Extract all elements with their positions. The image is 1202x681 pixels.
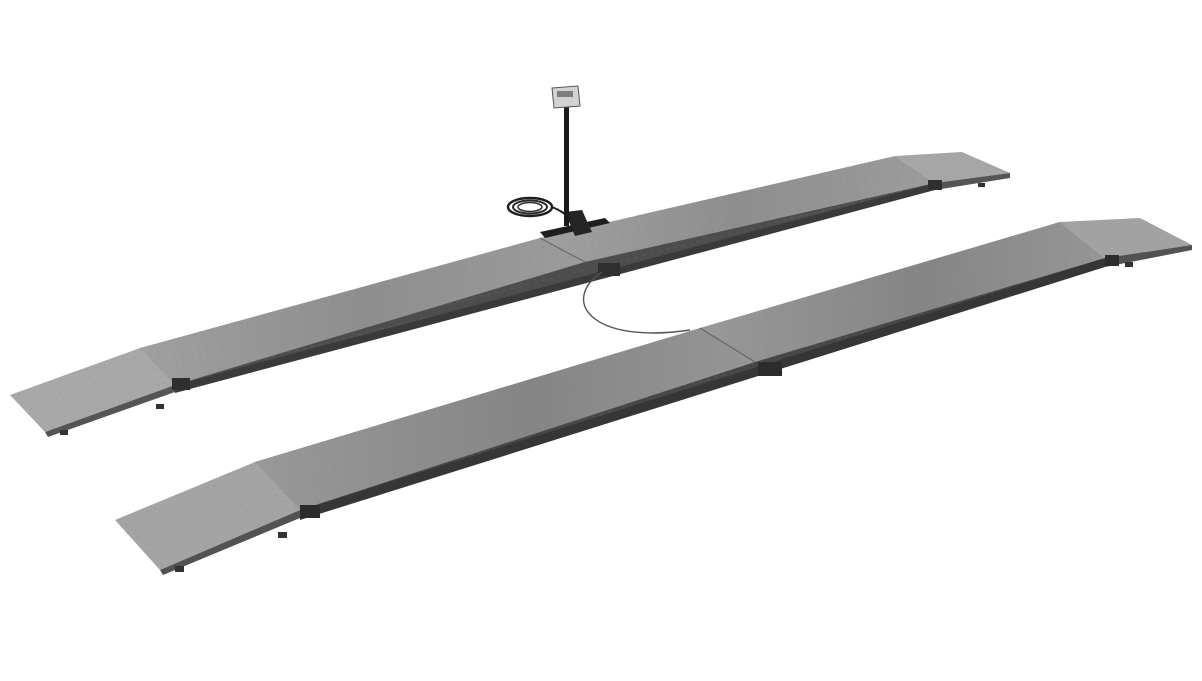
- indicator-stand: [540, 85, 610, 238]
- front-load-cell-left: [300, 505, 320, 518]
- indicator-display: [557, 91, 573, 97]
- rear-platform-front-edge: [175, 183, 935, 393]
- rear-platform: [10, 152, 1010, 437]
- rear-load-cell-mid: [598, 263, 620, 276]
- front-platform-ramp-right: [1060, 218, 1192, 258]
- front-load-cell-mid: [758, 362, 782, 376]
- platform-link-cable: [583, 271, 691, 334]
- front-load-cell-right: [1105, 255, 1119, 266]
- rear-platform-ramp-right: [895, 152, 1010, 183]
- front-platform: [115, 218, 1192, 575]
- rear-load-cell-left: [172, 378, 190, 390]
- stand-pole: [564, 106, 569, 226]
- cable-coil: [506, 196, 571, 219]
- front-platform-front-edge: [300, 258, 1105, 520]
- rear-load-cell-right: [928, 180, 942, 190]
